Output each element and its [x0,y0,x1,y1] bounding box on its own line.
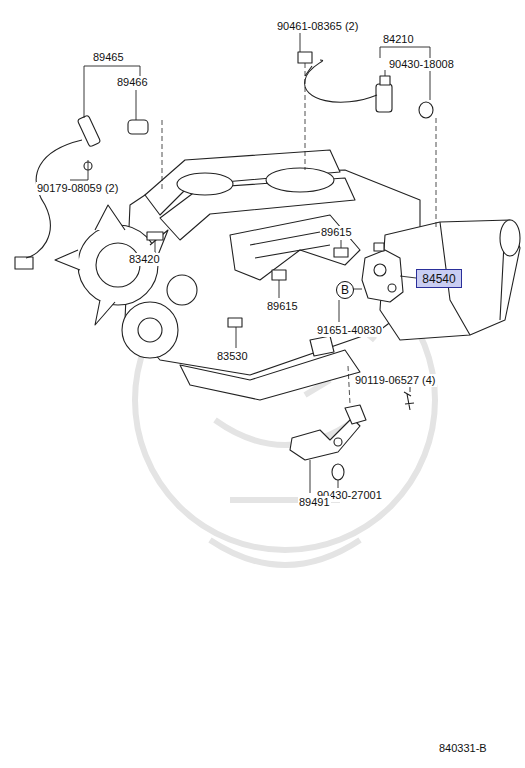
part-number: 89491 [298,496,331,509]
part-number: 90119-06527 (4) [354,374,437,387]
part-number: 90430-18008 [388,58,455,71]
highlighted-part-box: 84540 [416,269,462,288]
part-number: 90461-08365 (2) [276,20,359,33]
part-number: 83530 [216,350,249,363]
part-number: 83420 [128,253,161,266]
reference-circle: B [336,281,354,299]
part-number: 89615 [320,226,353,239]
diagram-code: 840331-B [438,742,488,755]
part-number: 89465 [92,51,125,64]
part-number: 90179-08059 (2) [36,182,119,195]
part-number: 84210 [382,33,415,46]
part-label: 84540 [422,272,455,286]
part-number: 91651-40830 [316,324,383,337]
part-number: 89615 [266,300,299,313]
part-number: 89466 [116,76,149,89]
part-label: B [341,283,349,297]
